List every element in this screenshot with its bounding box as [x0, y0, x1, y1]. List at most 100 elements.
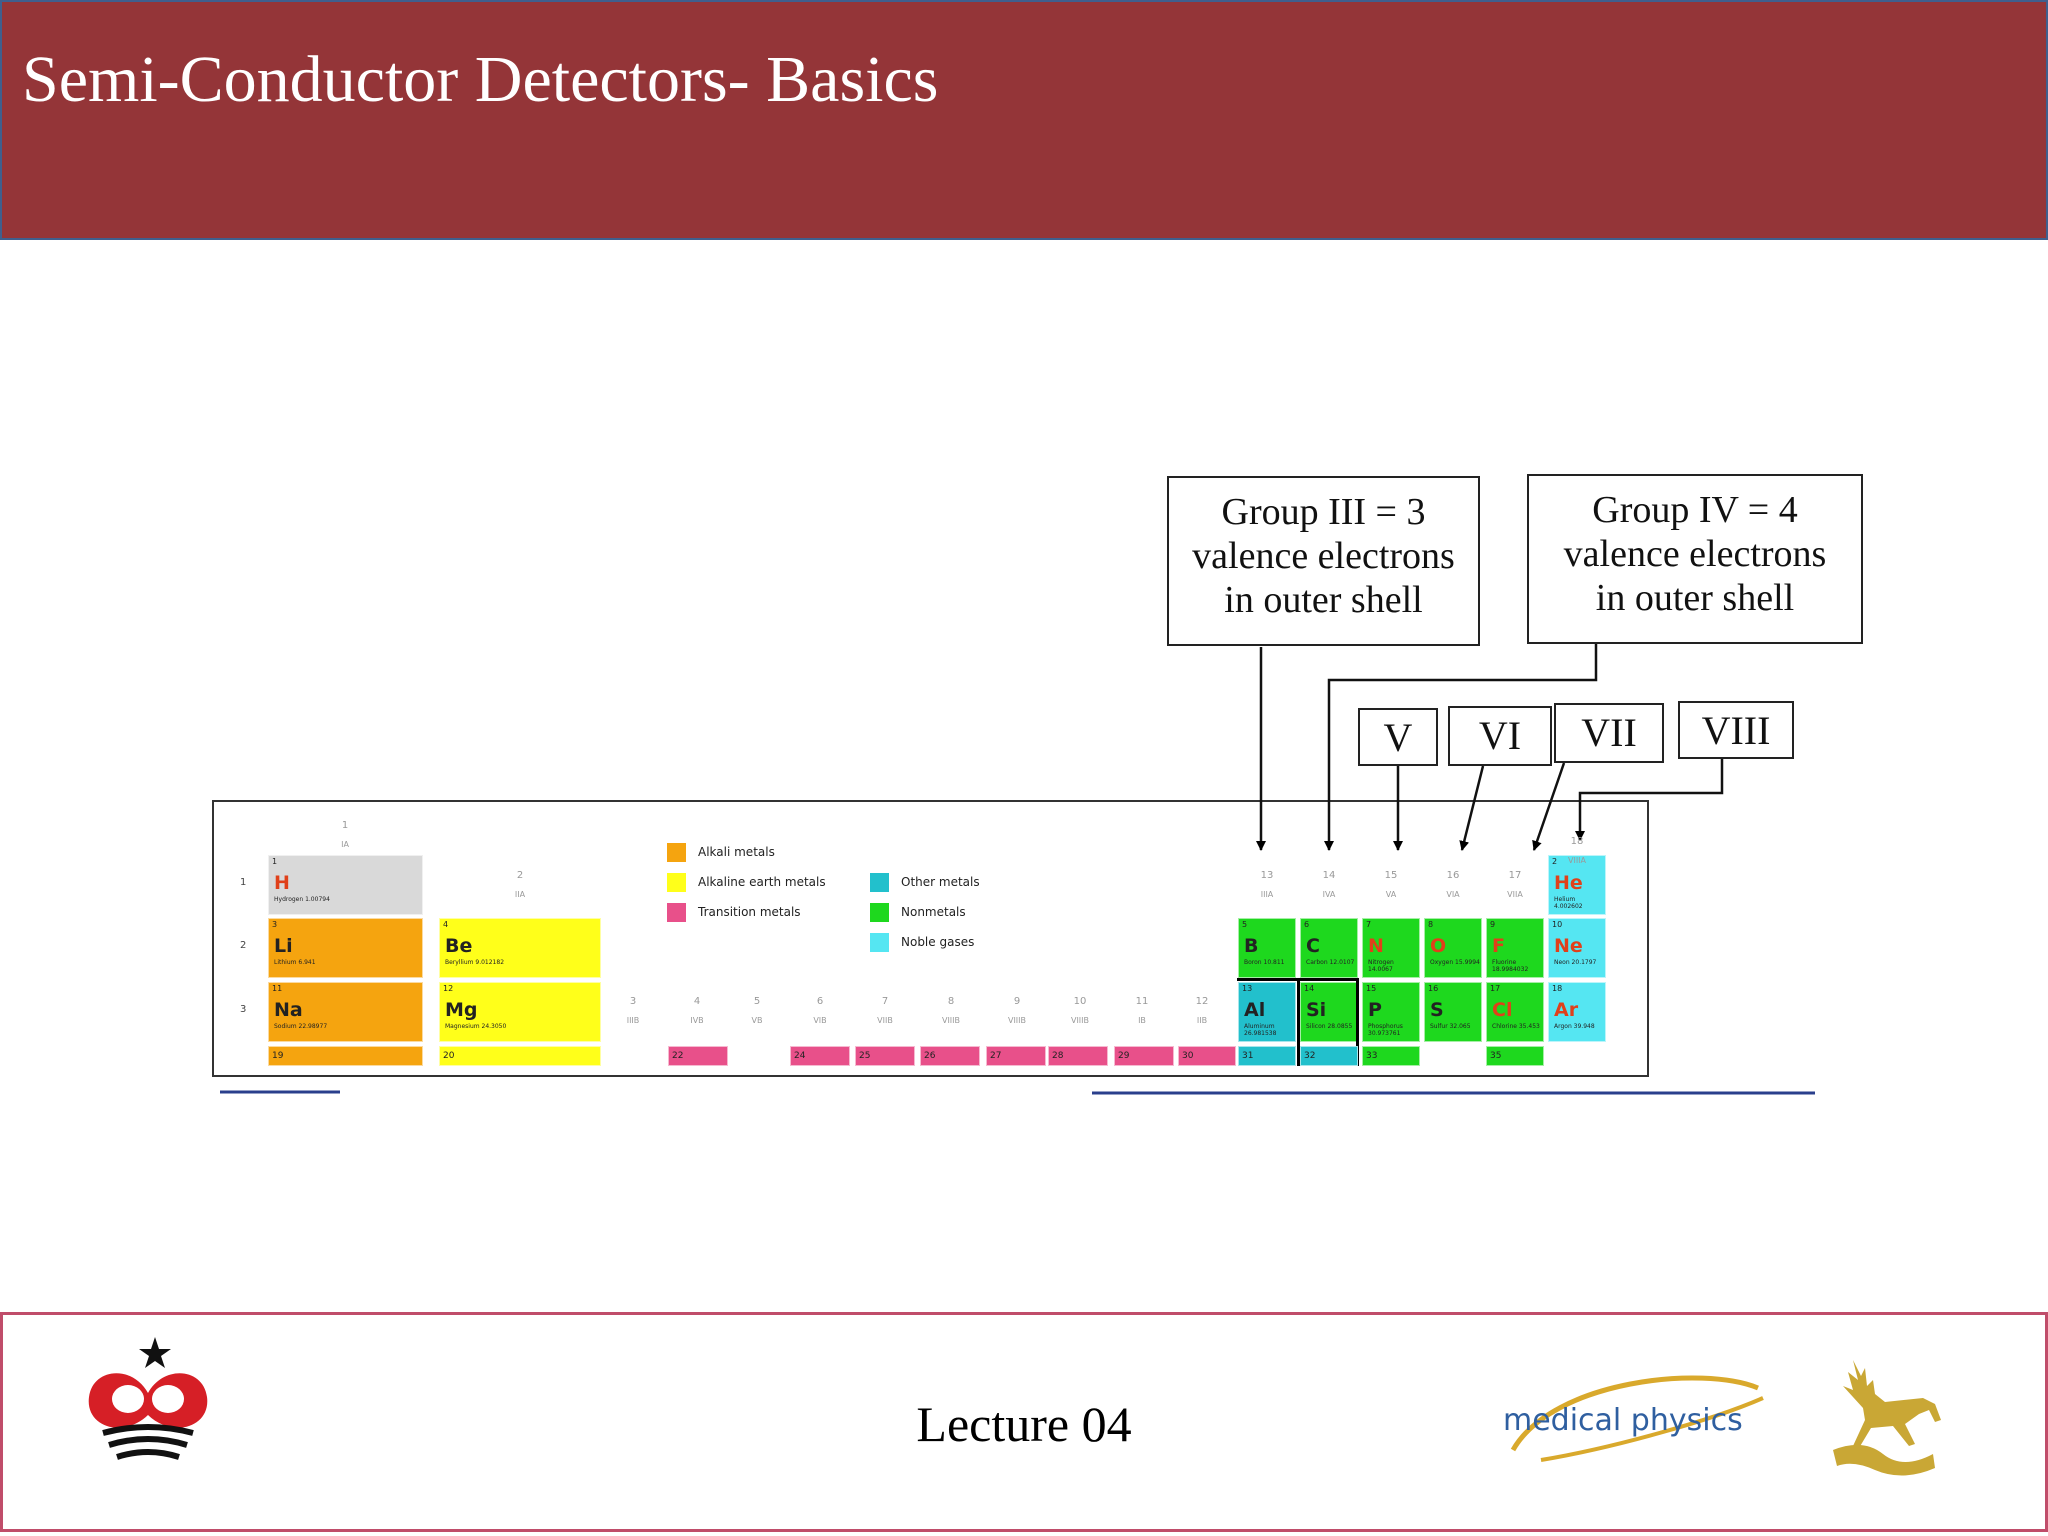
element-number: 5 — [1242, 920, 1248, 929]
group-number: 6 — [816, 996, 824, 1007]
element-symbol: Ar — [1554, 999, 1579, 1021]
lecture-label: Lecture 04 — [916, 1396, 1132, 1452]
element-name: Neon 20.1797 — [1554, 959, 1597, 966]
group-number: 18 — [1570, 836, 1584, 847]
element-symbol: S — [1430, 999, 1444, 1021]
group-roman: VIIIB — [1007, 1016, 1027, 1025]
medical-physics-logo-icon: medical physics — [1503, 1375, 1764, 1462]
element-name: Carbon 12.0107 — [1306, 959, 1355, 966]
element-symbol: Al — [1244, 999, 1266, 1021]
legend-item: Noble gases — [870, 933, 974, 952]
legend-item: Nonmetals — [870, 903, 966, 922]
callout-group-iii: Group III = 3 valence electrons in outer… — [1167, 476, 1480, 646]
element-name: Fluorine 18.9984032 — [1492, 959, 1529, 973]
element-symbol: O — [1430, 935, 1447, 957]
element-name: Phosphorus 30.973761 — [1368, 1023, 1403, 1037]
element-number: 15 — [1366, 984, 1377, 993]
element-number: 35 — [1490, 1051, 1502, 1061]
legend-swatch — [667, 843, 686, 862]
group-roman: IIB — [1196, 1016, 1208, 1025]
element-symbol: Si — [1306, 999, 1327, 1021]
element-number: 17 — [1490, 984, 1501, 993]
period-label: 2 — [240, 940, 247, 951]
element-number: 11 — [272, 984, 283, 993]
group-roman: VIIA — [1507, 890, 1523, 899]
element-number: 26 — [924, 1051, 936, 1061]
element-number: 1 — [272, 857, 278, 866]
group-number: 9 — [1013, 996, 1021, 1007]
legend-item: Other metals — [870, 873, 980, 892]
group-number: 15 — [1384, 870, 1398, 881]
element-name: Silicon 28.0855 — [1306, 1023, 1353, 1030]
element-number: 4 — [443, 920, 449, 929]
group-roman: VIIIB — [1070, 1016, 1090, 1025]
group-number: 12 — [1195, 996, 1209, 1007]
element-name: Helium 4.002602 — [1554, 896, 1583, 910]
group-number: 14 — [1322, 870, 1336, 881]
row4-cell: 30 — [1178, 1046, 1236, 1066]
group-number: 7 — [881, 996, 889, 1007]
element-name: Sodium 22.98977 — [274, 1023, 328, 1030]
element-number: 33 — [1366, 1051, 1378, 1061]
legend-swatch — [667, 903, 686, 922]
callout-group-v: V — [1358, 708, 1438, 766]
legend-label: Alkaline earth metals — [698, 875, 826, 889]
row4-cell: 19 — [268, 1046, 423, 1066]
callout-group-iv-line-1: Group IV = 4 — [1592, 489, 1798, 531]
callout-group-vii: VII — [1554, 703, 1664, 763]
element-number: 9 — [1490, 920, 1496, 929]
group-roman: VIIB — [877, 1016, 893, 1025]
element-number: 32 — [1304, 1051, 1316, 1061]
row4-cell: 20 — [439, 1046, 601, 1066]
element-number: 31 — [1242, 1051, 1254, 1061]
callout-group-iv: Group IV = 4 valence electrons in outer … — [1527, 474, 1863, 644]
group-roman: VIB — [813, 1016, 827, 1025]
element-number: 12 — [443, 984, 454, 993]
callout-group-iii-line-2: valence electrons — [1192, 535, 1455, 577]
element-name: Sulfur 32.065 — [1430, 1023, 1471, 1030]
group-roman: IA — [341, 840, 349, 849]
callout-group-vi: VI — [1448, 706, 1552, 766]
element-number: 24 — [794, 1051, 806, 1061]
group-roman: IVA — [1322, 890, 1336, 899]
row4-cell: 24 — [790, 1046, 850, 1066]
element-number: 18 — [1552, 984, 1563, 993]
element-number: 20 — [443, 1051, 455, 1061]
element-symbol: Ne — [1554, 935, 1583, 957]
element-name: Beryllium 9.012182 — [445, 959, 505, 966]
element-name: Boron 10.811 — [1244, 959, 1285, 966]
element-name: Hydrogen 1.00794 — [274, 896, 330, 903]
element-name: Aluminum 26.981538 — [1244, 1023, 1277, 1037]
element-symbol: Na — [274, 999, 303, 1021]
row4-cell: 22 — [668, 1046, 728, 1066]
group-number: 8 — [947, 996, 955, 1007]
row4-cell: 33 — [1362, 1046, 1420, 1066]
group-roman: IIIB — [626, 1016, 640, 1025]
row4-cell: 29 — [1114, 1046, 1174, 1066]
legend-label: Noble gases — [901, 935, 975, 949]
element-number: 3 — [272, 920, 278, 929]
element-number: 14 — [1304, 984, 1315, 993]
row4-cell: 32 — [1300, 1046, 1358, 1066]
slide-header: Semi-Conductor Detectors- Basics — [0, 0, 2048, 240]
callout-group-iii-line-3: in outer shell — [1224, 579, 1423, 621]
legend-label: Other metals — [901, 875, 980, 889]
element-symbol: F — [1492, 935, 1505, 957]
element-name: Magnesium 24.3050 — [445, 1023, 507, 1030]
row4-cell: 31 — [1238, 1046, 1296, 1066]
group-number: 16 — [1446, 870, 1460, 881]
callout-group-viii: VIII — [1678, 701, 1794, 759]
group-number: 4 — [693, 996, 701, 1007]
row4-cell: 28 — [1048, 1046, 1108, 1066]
element-name: Chlorine 35.453 — [1492, 1023, 1540, 1030]
